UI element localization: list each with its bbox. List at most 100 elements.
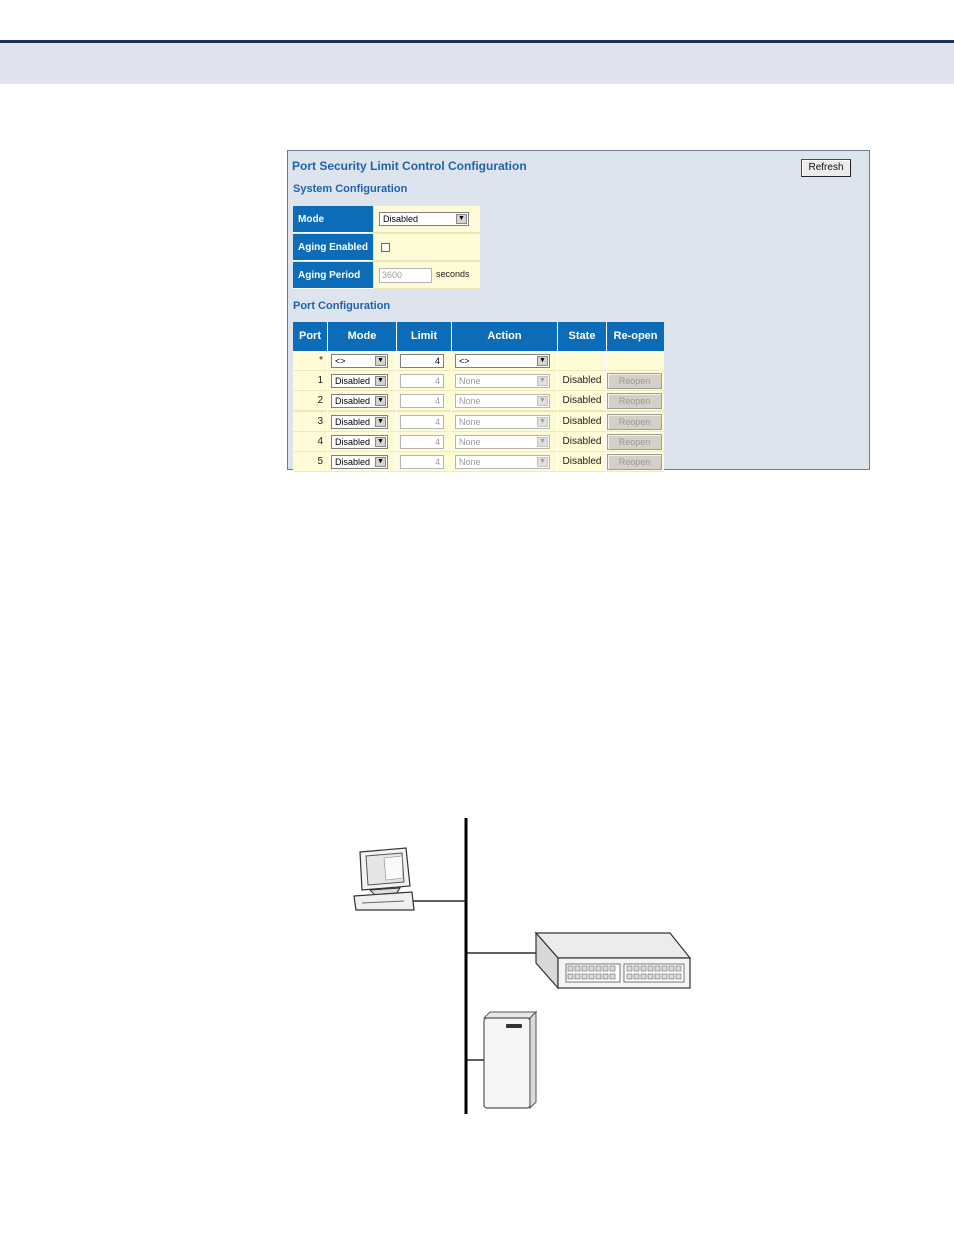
chevron-down-icon: ▼ bbox=[375, 356, 386, 366]
aging-enabled-label: Aging Enabled bbox=[293, 234, 373, 261]
port-config-title: Port Configuration bbox=[293, 300, 391, 312]
config-panel: Port Security Limit Control Configuratio… bbox=[287, 150, 870, 472]
chevron-down-icon: ▼ bbox=[537, 417, 548, 427]
state-cell: Disabled bbox=[562, 395, 602, 406]
chevron-down-icon: ▼ bbox=[537, 457, 548, 467]
state-cell: Disabled bbox=[562, 416, 602, 427]
refresh-button[interactable]: Refresh bbox=[801, 159, 851, 177]
col-header-reopen: Re-open bbox=[607, 322, 664, 351]
limit-input-all[interactable]: 4 bbox=[400, 354, 444, 368]
select-value: <> bbox=[335, 356, 346, 366]
column-divider bbox=[327, 322, 328, 472]
aging-period-row: Aging Period 3600 seconds bbox=[293, 262, 480, 290]
table-row: 1 Disabled ▼ 4 None ▼ Disabled Reopen bbox=[293, 371, 664, 391]
action-select[interactable]: None ▼ bbox=[455, 394, 550, 408]
aging-enabled-row: Aging Enabled bbox=[293, 234, 480, 262]
chevron-down-icon: ▼ bbox=[537, 356, 548, 366]
column-divider bbox=[557, 322, 558, 472]
col-header-limit: Limit bbox=[397, 322, 451, 351]
col-header-mode: Mode bbox=[328, 322, 396, 351]
mode-value-cell: Disabled ▼ bbox=[374, 206, 480, 233]
action-select[interactable]: None ▼ bbox=[455, 455, 550, 469]
port-cell: 1 bbox=[317, 375, 323, 386]
select-value: <> bbox=[459, 356, 470, 366]
switch-icon bbox=[534, 931, 692, 990]
table-row: 4 Disabled ▼ 4 None ▼ Disabled Reopen bbox=[293, 432, 664, 452]
aging-period-input[interactable]: 3600 bbox=[379, 268, 432, 283]
port-cell: * bbox=[319, 355, 323, 366]
reopen-button[interactable]: Reopen bbox=[607, 434, 662, 450]
chevron-down-icon: ▼ bbox=[375, 376, 386, 386]
system-config-table: Mode Disabled ▼ Aging Enabled Aging Peri… bbox=[293, 206, 480, 290]
aging-period-value-cell: 3600 seconds bbox=[374, 262, 480, 289]
reopen-button[interactable]: Reopen bbox=[607, 454, 662, 470]
aging-enabled-value-cell bbox=[374, 234, 480, 261]
mode-select-all[interactable]: <> ▼ bbox=[331, 354, 388, 368]
select-value: None bbox=[459, 457, 481, 467]
chevron-down-icon: ▼ bbox=[375, 417, 386, 427]
aging-enabled-checkbox[interactable] bbox=[381, 243, 390, 252]
mode-label: Mode bbox=[293, 206, 373, 233]
mode-select-value: Disabled bbox=[383, 214, 419, 224]
chevron-down-icon: ▼ bbox=[537, 376, 548, 386]
chevron-down-icon: ▼ bbox=[537, 437, 548, 447]
mode-select[interactable]: Disabled ▼ bbox=[331, 374, 388, 388]
limit-input[interactable]: 4 bbox=[400, 394, 444, 408]
chevron-down-icon: ▼ bbox=[456, 214, 467, 224]
aging-period-label: Aging Period bbox=[293, 262, 373, 289]
action-select[interactable]: None ▼ bbox=[455, 435, 550, 449]
mode-select[interactable]: Disabled ▼ bbox=[331, 394, 388, 408]
select-value: Disabled bbox=[335, 437, 371, 447]
limit-input[interactable]: 4 bbox=[400, 455, 444, 469]
system-config-title: System Configuration bbox=[293, 183, 408, 195]
header-band bbox=[0, 43, 954, 84]
server-icon bbox=[482, 1010, 538, 1110]
mode-select[interactable]: Disabled ▼ bbox=[331, 455, 388, 469]
reopen-button[interactable]: Reopen bbox=[607, 414, 662, 430]
port-cell: 4 bbox=[317, 436, 323, 447]
table-row: * <> ▼ 4 <> ▼ bbox=[293, 351, 664, 371]
table-row: 5 Disabled ▼ 4 None ▼ Disabled Reopen bbox=[293, 452, 664, 472]
action-select[interactable]: None ▼ bbox=[455, 415, 550, 429]
limit-input[interactable]: 4 bbox=[400, 374, 444, 388]
reopen-button[interactable]: Reopen bbox=[607, 393, 662, 409]
select-value: Disabled bbox=[335, 396, 371, 406]
action-select-all[interactable]: <> ▼ bbox=[455, 354, 550, 368]
select-value: None bbox=[459, 437, 481, 447]
table-row: 3 Disabled ▼ 4 None ▼ Disabled Reopen bbox=[293, 412, 664, 432]
mode-select[interactable]: Disabled ▼ bbox=[379, 212, 469, 226]
aging-period-unit: seconds bbox=[436, 269, 470, 279]
limit-input[interactable]: 4 bbox=[400, 435, 444, 449]
chevron-down-icon: ▼ bbox=[375, 437, 386, 447]
state-cell: Disabled bbox=[562, 436, 602, 447]
select-value: None bbox=[459, 396, 481, 406]
mode-select[interactable]: Disabled ▼ bbox=[331, 415, 388, 429]
column-divider bbox=[451, 322, 452, 472]
limit-input[interactable]: 4 bbox=[400, 415, 444, 429]
column-divider bbox=[396, 322, 397, 472]
select-value: Disabled bbox=[335, 457, 371, 467]
col-header-port: Port bbox=[293, 322, 327, 351]
chevron-down-icon: ▼ bbox=[537, 396, 548, 406]
mode-select[interactable]: Disabled ▼ bbox=[331, 435, 388, 449]
column-divider bbox=[606, 322, 607, 472]
port-cell: 5 bbox=[317, 456, 323, 467]
state-cell: Disabled bbox=[562, 375, 602, 386]
select-value: None bbox=[459, 417, 481, 427]
mode-row: Mode Disabled ▼ bbox=[293, 206, 480, 234]
select-value: None bbox=[459, 376, 481, 386]
select-value: Disabled bbox=[335, 417, 371, 427]
network-diagram bbox=[353, 818, 692, 1114]
reopen-button[interactable]: Reopen bbox=[607, 373, 662, 389]
select-value: Disabled bbox=[335, 376, 371, 386]
page-title: Port Security Limit Control Configuratio… bbox=[292, 159, 527, 173]
chevron-down-icon: ▼ bbox=[375, 457, 386, 467]
col-header-action: Action bbox=[452, 322, 557, 351]
port-cell: 2 bbox=[317, 395, 323, 406]
col-header-state: State bbox=[558, 322, 606, 351]
computer-icon bbox=[353, 847, 415, 911]
port-cell: 3 bbox=[317, 416, 323, 427]
action-select[interactable]: None ▼ bbox=[455, 374, 550, 388]
state-cell: Disabled bbox=[562, 456, 602, 467]
chevron-down-icon: ▼ bbox=[375, 396, 386, 406]
